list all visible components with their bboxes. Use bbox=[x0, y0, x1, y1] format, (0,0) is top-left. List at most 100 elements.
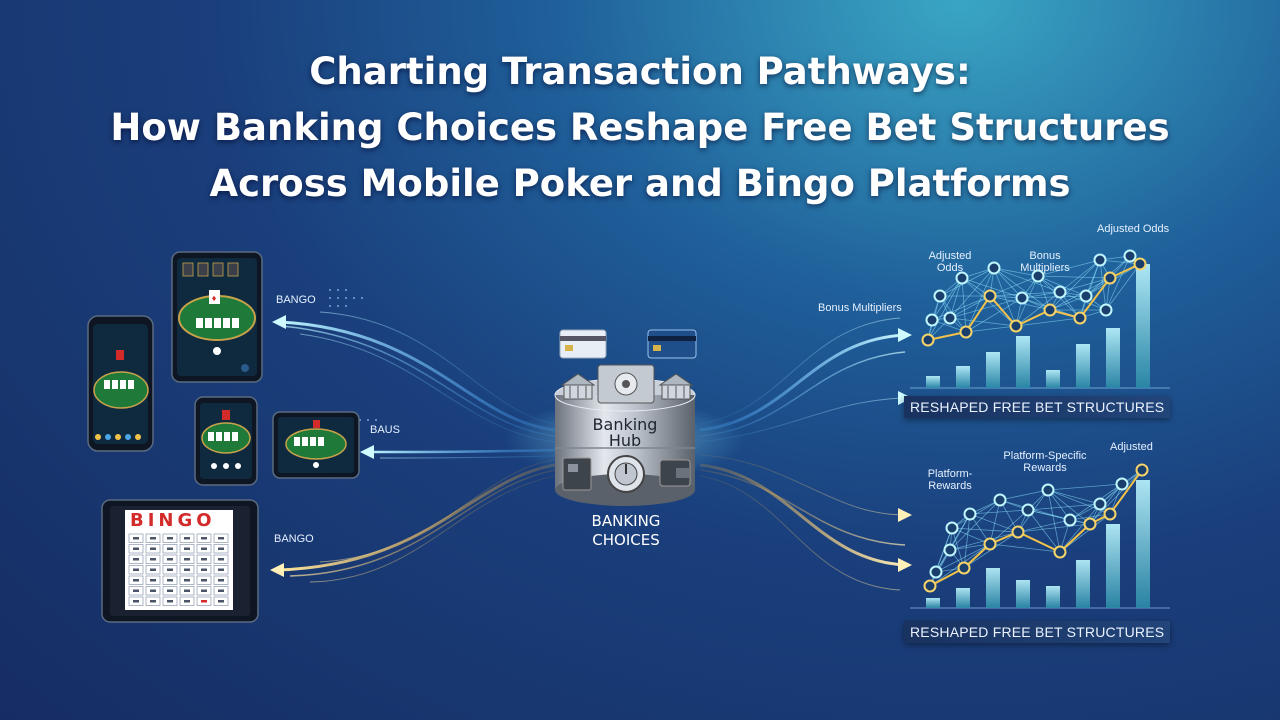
chart-node bbox=[1135, 463, 1149, 477]
chart-link bbox=[993, 267, 1017, 327]
chart-node bbox=[959, 325, 973, 339]
chart-link bbox=[993, 267, 1023, 299]
chart-node bbox=[1115, 477, 1129, 491]
bingo-cell bbox=[213, 533, 229, 543]
chart-bar bbox=[1046, 370, 1060, 388]
bingo-cell bbox=[179, 565, 195, 575]
bingo-cell bbox=[196, 544, 212, 554]
label-platform-rewards: Platform- Rewards bbox=[927, 468, 973, 492]
bingo-cell bbox=[162, 565, 178, 575]
chart-link bbox=[993, 267, 1061, 293]
page-title: Charting Transaction Pathways: How Banki… bbox=[0, 44, 1280, 212]
bingo-cell bbox=[128, 554, 144, 564]
chart-bar bbox=[986, 568, 1000, 608]
chart-node bbox=[1053, 545, 1067, 559]
chart-link bbox=[989, 275, 1039, 297]
chart-node bbox=[1015, 291, 1029, 305]
chart-link bbox=[1017, 523, 1091, 533]
chart-link bbox=[969, 509, 1029, 515]
chart-bar bbox=[1136, 480, 1150, 608]
bingo-cell-number bbox=[201, 600, 207, 603]
chart-bar bbox=[926, 376, 940, 388]
chart-link bbox=[949, 499, 1001, 551]
left-flow-middle-label: BAUS bbox=[370, 424, 400, 436]
chart-node bbox=[1123, 249, 1137, 263]
chart-link bbox=[931, 277, 963, 321]
chart-link bbox=[1015, 317, 1081, 327]
left-flow-bottom-label: BANGO bbox=[274, 533, 314, 545]
chart-bar bbox=[1016, 580, 1030, 608]
bingo-cell bbox=[196, 575, 212, 585]
label-platform-specific-rewards: Platform-Specific Rewards bbox=[1003, 450, 1087, 474]
chart-node bbox=[983, 289, 997, 303]
chart-bar bbox=[1076, 344, 1090, 388]
bingo-cell-number bbox=[218, 568, 224, 571]
chart-node bbox=[987, 261, 1001, 275]
label-adjusted: Adjusted bbox=[1110, 441, 1153, 453]
chart-node bbox=[945, 521, 959, 535]
chart-link bbox=[1059, 259, 1101, 293]
bingo-cell-number bbox=[167, 579, 173, 582]
chart-node bbox=[1073, 311, 1087, 325]
bingo-cell bbox=[145, 554, 161, 564]
bingo-cell bbox=[162, 596, 178, 606]
bingo-cell-number bbox=[133, 558, 139, 561]
bingo-cell-number bbox=[150, 537, 156, 540]
bingo-cell bbox=[145, 533, 161, 543]
banking-hub bbox=[505, 329, 745, 506]
bingo-cell-number bbox=[184, 600, 190, 603]
bingo-cell-number bbox=[184, 568, 190, 571]
chart-link bbox=[927, 277, 963, 341]
chart-link bbox=[949, 297, 1023, 319]
bingo-cell-number bbox=[150, 547, 156, 550]
bingo-cell-number bbox=[133, 568, 139, 571]
chart-trend-line bbox=[927, 263, 1141, 341]
bingo-cell-number bbox=[167, 547, 173, 550]
chart-link bbox=[989, 509, 1029, 545]
bingo-cell bbox=[196, 554, 212, 564]
chart-link bbox=[951, 527, 1019, 533]
chart-node bbox=[1031, 269, 1045, 283]
chart-node bbox=[1079, 289, 1093, 303]
bingo-cell bbox=[213, 544, 229, 554]
chart-bar bbox=[1106, 524, 1120, 608]
bingo-cell bbox=[213, 554, 229, 564]
title-line-1: Charting Transaction Pathways: bbox=[309, 50, 971, 93]
bingo-cell bbox=[196, 586, 212, 596]
chart-bar bbox=[986, 352, 1000, 388]
bingo-cell-number bbox=[150, 589, 156, 592]
bingo-cell bbox=[179, 596, 195, 606]
bingo-cell-number bbox=[167, 558, 173, 561]
bingo-cell bbox=[128, 565, 144, 575]
left-flow-top-label: BANGO bbox=[276, 294, 316, 306]
bingo-cell-number bbox=[133, 589, 139, 592]
bingo-cell-number bbox=[167, 589, 173, 592]
chart-node bbox=[1009, 319, 1023, 333]
chart-bar bbox=[1136, 264, 1150, 388]
bingo-cell-number bbox=[201, 568, 207, 571]
chart-bar bbox=[1106, 328, 1120, 388]
bingo-cell bbox=[145, 596, 161, 606]
chart-node bbox=[1133, 257, 1147, 271]
bingo-cell bbox=[162, 575, 178, 585]
chart-node bbox=[943, 543, 957, 557]
hub-label-line-2: Hub bbox=[608, 431, 642, 450]
bingo-cell bbox=[196, 533, 212, 543]
hub-label-line-1: Banking bbox=[592, 415, 658, 434]
chart-link bbox=[1047, 489, 1061, 553]
safe-icon bbox=[597, 364, 655, 404]
credit-card-icon bbox=[559, 329, 607, 359]
label-bonus-multipliers-left: Bonus Multipliers bbox=[818, 302, 902, 314]
chart-link bbox=[1059, 513, 1111, 553]
bingo-cell bbox=[213, 586, 229, 596]
chart-node bbox=[1063, 513, 1077, 527]
chart-node bbox=[955, 271, 969, 285]
poker-phone-middle bbox=[194, 396, 258, 486]
chart-node bbox=[1093, 253, 1107, 267]
bingo-cell-number bbox=[167, 537, 173, 540]
banner-bottom: RESHAPED FREE BET STRUCTURES bbox=[904, 621, 1171, 643]
right-flow-bottom bbox=[699, 454, 912, 591]
bingo-cell bbox=[128, 596, 144, 606]
chart-link bbox=[949, 531, 1019, 551]
bingo-cell bbox=[162, 554, 178, 564]
